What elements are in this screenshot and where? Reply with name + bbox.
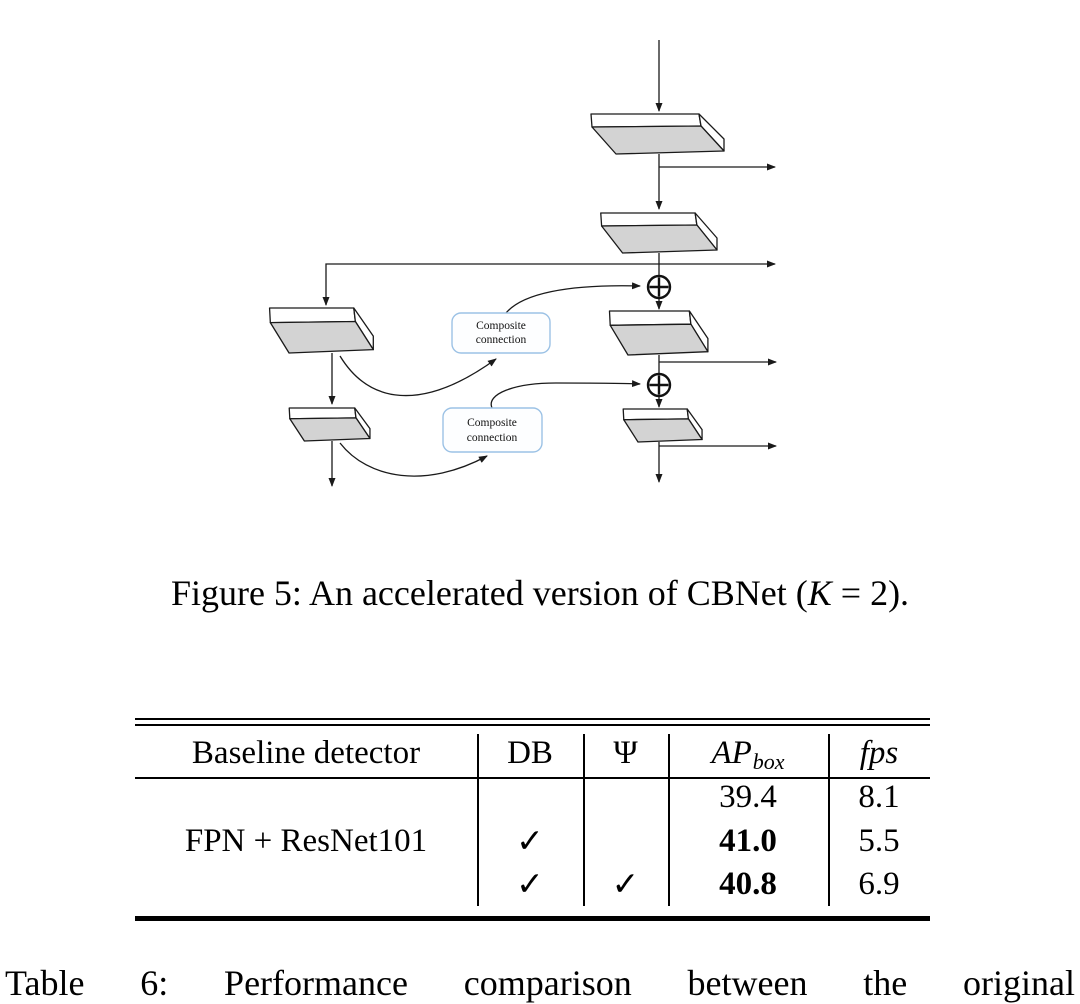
column-header-db: DB [507, 735, 553, 771]
cell-psi-row3-checkmark: ✓ [611, 864, 640, 903]
cell-ap-row1: 39.4 [719, 779, 777, 815]
cell-db-row2-checkmark: ✓ [516, 821, 544, 860]
table-bottom-rule [135, 916, 930, 921]
composite-connection-box-2: Composite connection [442, 407, 543, 453]
diagram-connectors [322, 40, 777, 487]
composite-connection-label-line1: Composite [467, 417, 517, 429]
cell-fps-row1: 8.1 [858, 779, 900, 815]
cell-ap-row2: 41.0 [719, 823, 777, 859]
add-operator-icon-1 [646, 274, 672, 300]
l2-to-composite2-curve [339, 442, 488, 477]
lead-backbone-block-3 [608, 310, 709, 356]
composite1-to-add1-curve [505, 282, 641, 314]
table-column-separator-4 [828, 734, 830, 906]
ap-subscript: box [752, 749, 785, 774]
figure-caption-text: Figure 5: An accelerated version of CBNe… [170, 573, 808, 613]
cell-detector-row3 [135, 862, 477, 906]
lead-backbone-block-4 [622, 408, 703, 443]
lead-backbone-block-1 [590, 113, 725, 155]
lead-backbone-block-2 [600, 212, 718, 254]
assisting-backbone-block-1 [268, 307, 375, 354]
composite-connection-box-1: Composite connection [451, 312, 551, 354]
composite-connection-label-line2: connection [467, 432, 518, 444]
table-top-rule-1 [135, 718, 930, 720]
table-top-rule-2 [135, 724, 930, 726]
table-column-separator-2 [583, 734, 585, 906]
cbnet-architecture-diagram: Composite connection Composite connectio… [268, 40, 777, 487]
cell-fps-row2: 5.5 [858, 823, 900, 859]
composite2-to-add2-curve [490, 380, 641, 409]
cell-ap-row3: 40.8 [719, 866, 777, 902]
figure-caption-math-variable: K [807, 573, 832, 613]
column-header-psi: Ψ [613, 735, 638, 771]
feed-to-assisting-arrow [322, 263, 659, 306]
column-header-baseline-detector: Baseline detector [191, 735, 421, 771]
cell-psi-row2 [583, 819, 668, 863]
add-operator-icon-2 [646, 372, 672, 398]
l1-to-composite1-curve [339, 355, 497, 397]
cell-detector-row1 [135, 775, 477, 819]
figure-caption: Figure 5: An accelerated version of CBNe… [0, 572, 1080, 614]
cell-psi-row1 [583, 775, 668, 819]
table-column-separator-1 [477, 734, 479, 906]
composite-connection-label-line2: connection [476, 334, 527, 346]
cell-detector-row2: FPN + ResNet101 [184, 823, 428, 859]
cell-db-row3-checkmark: ✓ [516, 864, 544, 903]
table-column-separator-3 [668, 734, 670, 906]
composite-connection-label-line1: Composite [476, 320, 526, 332]
table-caption: Table 6: Performance comparison between … [5, 963, 1075, 1003]
assisting-backbone-block-2 [288, 407, 371, 442]
table-header-rule [135, 777, 930, 779]
ap-label: AP [711, 735, 752, 771]
cell-fps-row3: 6.9 [858, 866, 900, 902]
column-header-fps: fps [859, 735, 899, 771]
figure-caption-suffix: = 2). [831, 573, 910, 613]
cell-db-row1 [477, 775, 583, 819]
